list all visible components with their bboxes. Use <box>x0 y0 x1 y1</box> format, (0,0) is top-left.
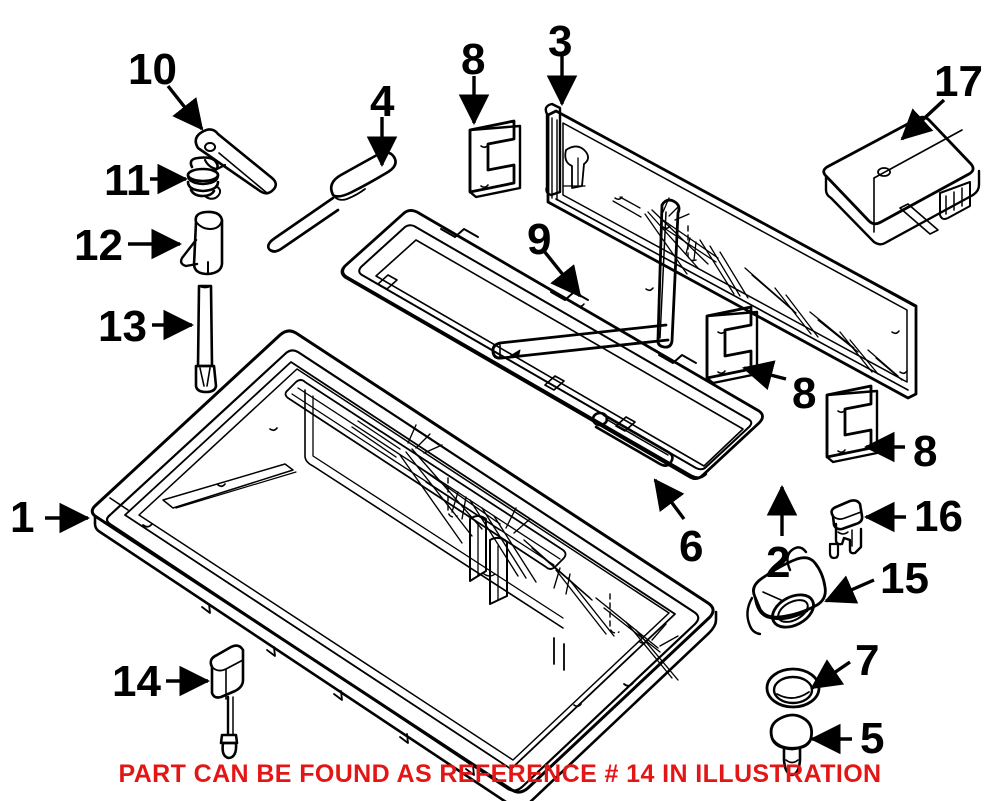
callout-number-6-rod-pin: 6 <box>679 522 704 571</box>
part-spring <box>186 156 222 200</box>
callout-number-7-seal-ring: 7 <box>855 636 880 685</box>
part-retainer-clip <box>828 499 864 560</box>
callout-number-16-retainer-clip: 16 <box>914 492 963 541</box>
callout-number-2-tray-frame: 2 <box>766 538 791 587</box>
callout-number-4-screwdriver: 4 <box>370 77 395 126</box>
part-extension-rod <box>194 284 218 394</box>
part-bracket-clip-low <box>825 384 879 464</box>
callout-number-11-spring: 11 <box>104 156 151 205</box>
callout-arrow-15-knob-cover <box>824 575 875 604</box>
callout-arrow-7-seal-ring <box>810 659 851 690</box>
callout-number-14-tool-hook: 14 <box>112 657 161 706</box>
part-storage-case <box>822 115 981 246</box>
callout-number-1-large-panel: 1 <box>10 493 35 542</box>
callout-number-9-wire-handle: 9 <box>527 215 552 264</box>
part-rod-pin <box>591 411 674 467</box>
part-knob-cover <box>746 546 827 636</box>
callout-number-17-storage-case: 17 <box>934 57 983 106</box>
callout-arrow-17-storage-case <box>900 98 946 141</box>
callout-number-8-bracket-clip: 8 <box>461 35 486 84</box>
callout-number-8-bracket-clip: 8 <box>913 427 938 476</box>
callout-number-8-bracket-clip: 8 <box>792 369 817 418</box>
callout-number-12-jack-body: 12 <box>74 221 123 270</box>
part-wire-handle <box>491 198 681 360</box>
part-jack-body <box>179 210 224 276</box>
part-upper-panel <box>544 102 918 400</box>
part-bracket-clip-top <box>468 119 522 199</box>
part-seal-ring <box>765 667 821 709</box>
callout-number-3-upper-panel: 3 <box>548 17 573 66</box>
part-tool-hook <box>209 644 245 760</box>
callout-number-15-knob-cover: 15 <box>880 554 929 603</box>
diagram-caption: PART CAN BE FOUND AS REFERENCE # 14 IN I… <box>118 760 882 788</box>
callout-arrow-6-rod-pin <box>653 478 686 521</box>
callout-arrow-10-wrench-handle <box>166 84 204 131</box>
part-tray-frame <box>340 209 764 480</box>
callout-number-13-extension-rod: 13 <box>98 302 147 351</box>
callout-number-10-wrench-handle: 10 <box>128 45 177 94</box>
callout-number-5-plug-grommet: 5 <box>860 714 885 763</box>
part-large-panel <box>90 329 718 801</box>
part-bracket-clip-mid <box>705 305 759 385</box>
callout-arrow-9-wire-handle <box>542 249 582 298</box>
callout-arrow-8-bracket-clip <box>742 360 787 391</box>
